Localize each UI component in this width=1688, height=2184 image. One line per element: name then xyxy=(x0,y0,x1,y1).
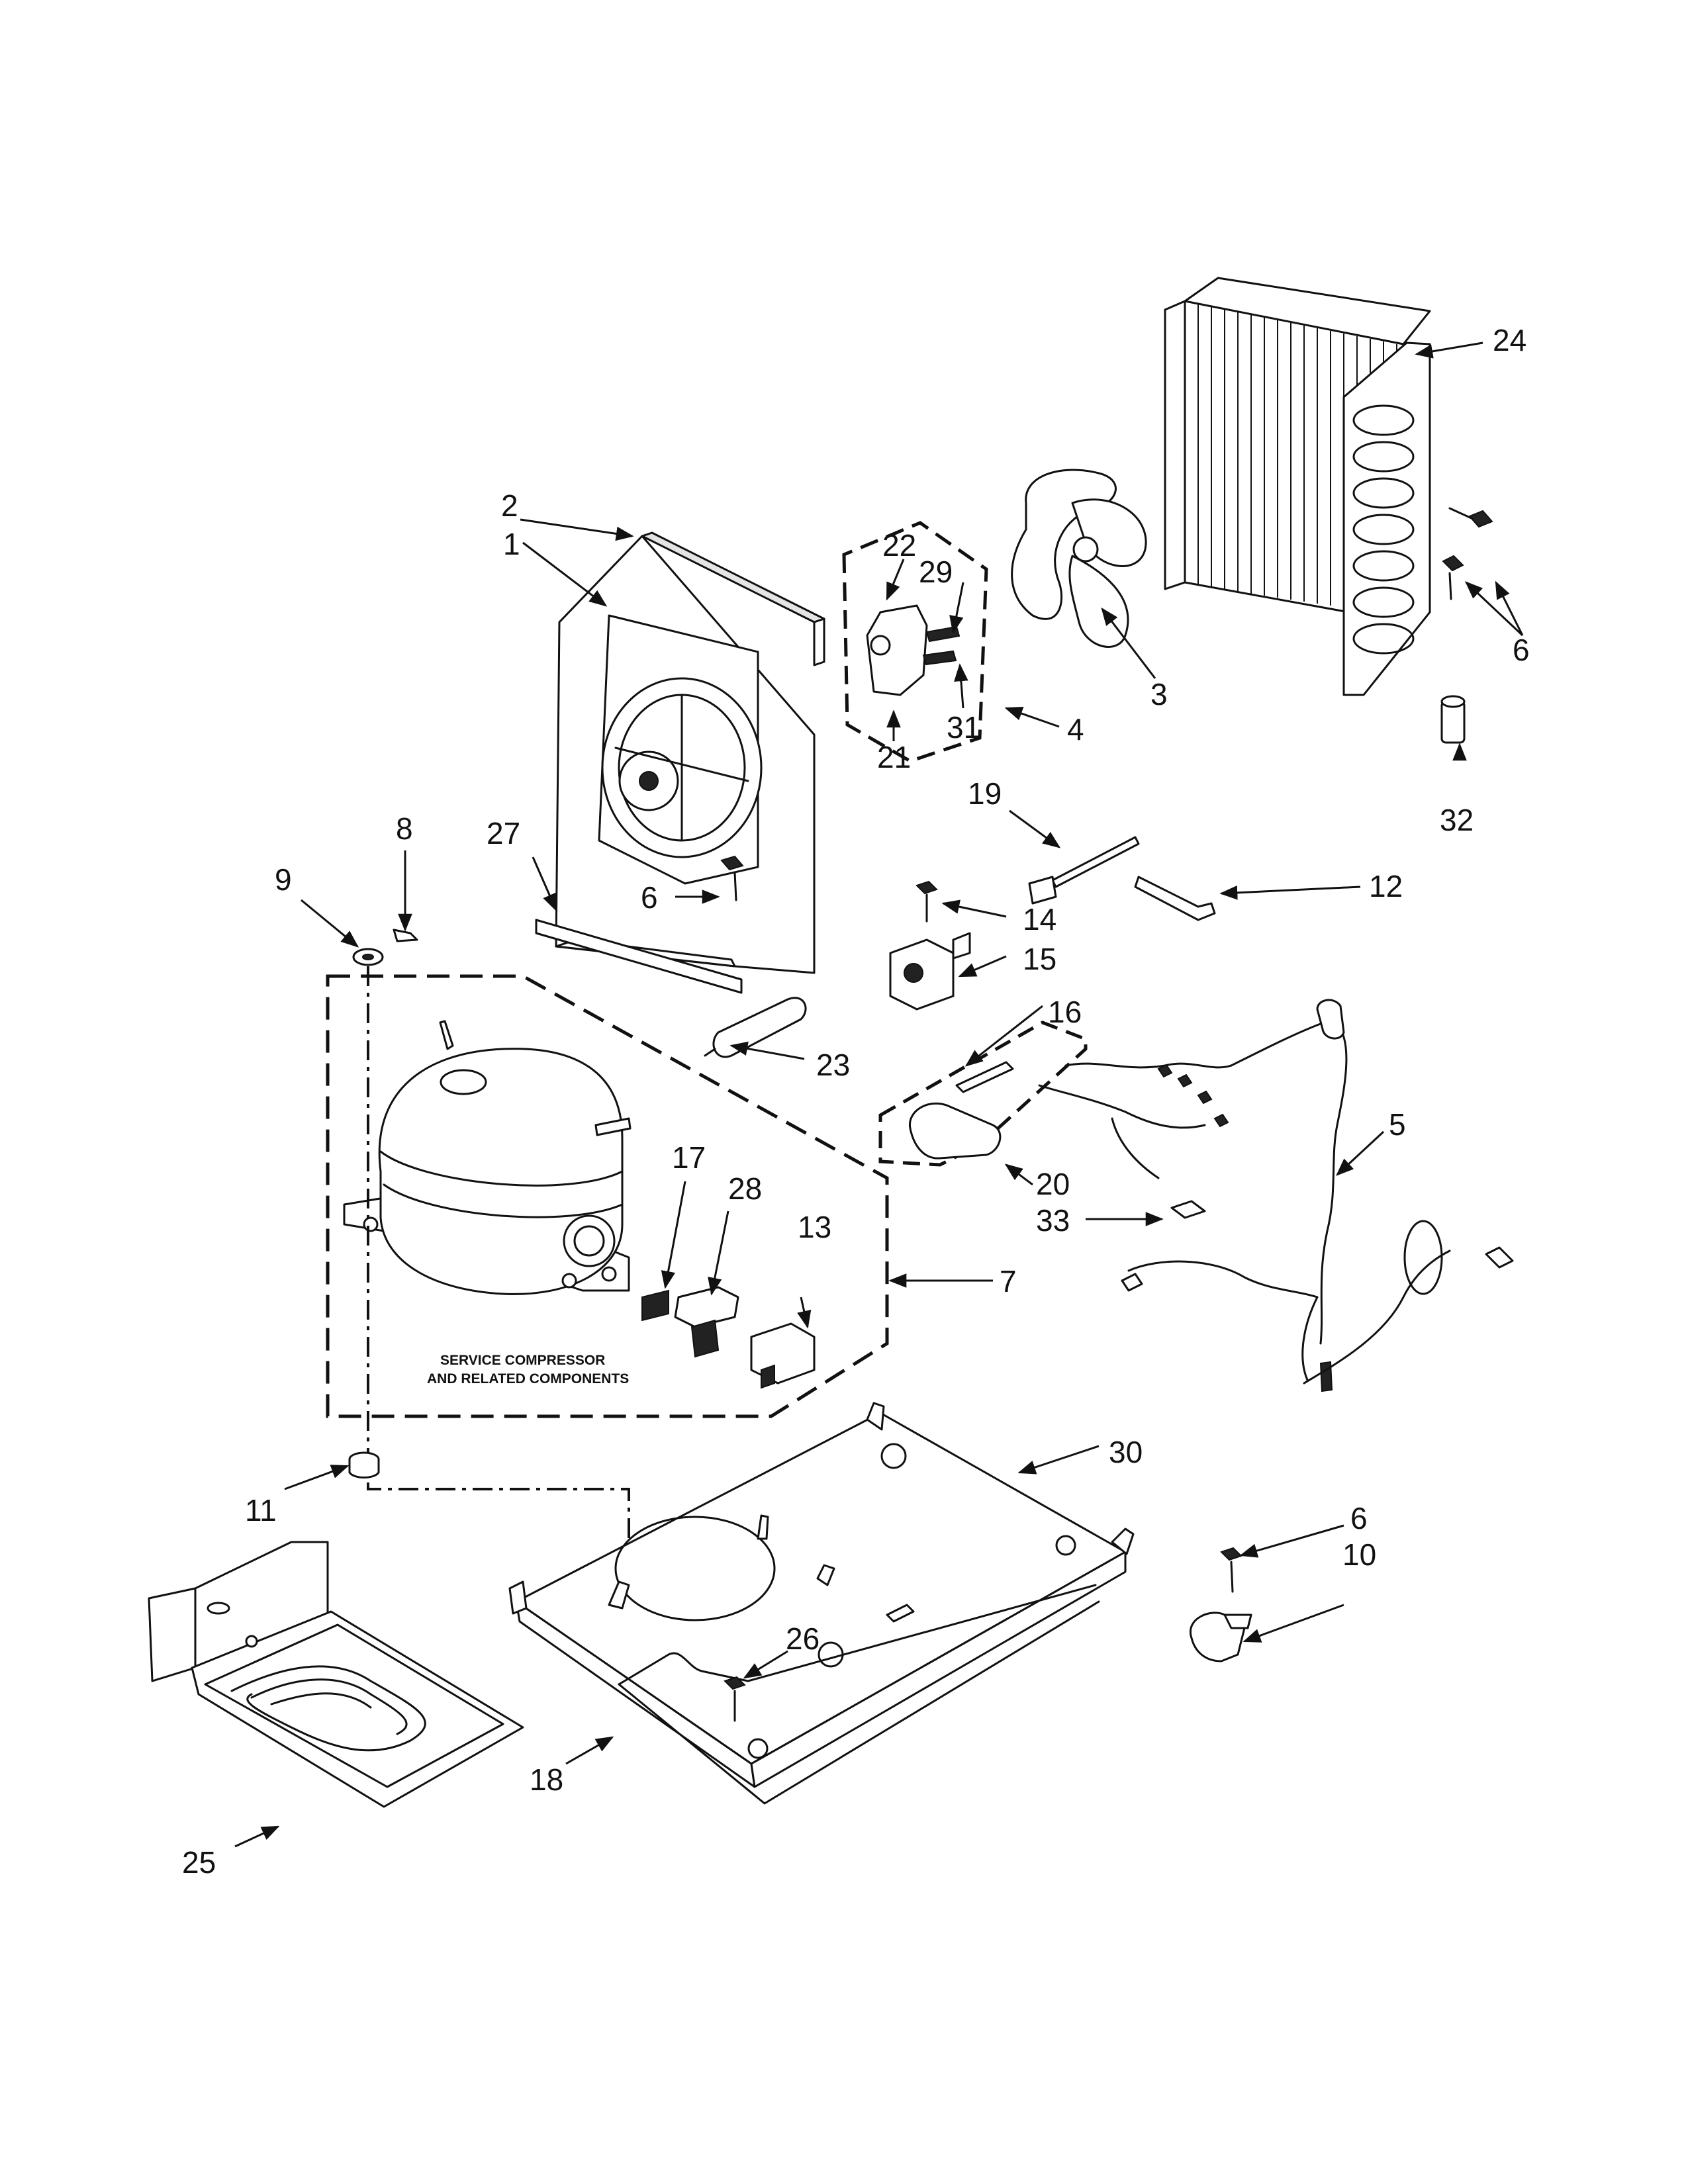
callout-12: 12 xyxy=(1369,869,1403,903)
drain-pan-part xyxy=(148,1541,524,1808)
callout-23: 23 xyxy=(816,1048,850,1082)
screw-part xyxy=(720,855,744,901)
screw-part xyxy=(915,880,938,923)
callout-3: 3 xyxy=(1150,677,1168,711)
callout-33: 33 xyxy=(1036,1203,1070,1238)
callout-22: 22 xyxy=(882,528,916,563)
screw-part xyxy=(1220,1547,1243,1593)
grommet-part xyxy=(352,948,384,966)
callout-25: 25 xyxy=(182,1845,216,1880)
fan-blade-part xyxy=(1011,469,1147,648)
compressor-part xyxy=(343,1020,632,1295)
bracket-part xyxy=(878,1021,1088,1167)
overload-part xyxy=(641,1289,669,1322)
leader-lines xyxy=(234,341,1524,1848)
callout-2: 2 xyxy=(501,488,518,523)
callout-8: 8 xyxy=(396,811,413,846)
callout-5: 5 xyxy=(1389,1107,1406,1142)
grommet-part xyxy=(348,1451,380,1479)
screw-part xyxy=(1442,555,1464,600)
drier-part xyxy=(704,997,807,1058)
callout-7: 7 xyxy=(1000,1264,1017,1298)
callout-11: 11 xyxy=(245,1493,277,1527)
callout-1: 1 xyxy=(503,527,520,561)
callout-26: 26 xyxy=(786,1621,820,1656)
baffle-part xyxy=(535,919,743,994)
callout-6c: 6 xyxy=(1350,1501,1368,1535)
callout-16: 16 xyxy=(1048,995,1082,1029)
callout-21: 21 xyxy=(877,740,911,774)
solenoid-part xyxy=(889,932,971,1011)
callout-28: 28 xyxy=(728,1171,762,1206)
fan-motor-assembly xyxy=(842,521,988,763)
wire-harness-part xyxy=(1038,999,1514,1392)
callout-32: 32 xyxy=(1440,803,1474,837)
shroud-part xyxy=(555,535,816,974)
service-note-line1: SERVICE COMPRESSOR xyxy=(440,1353,605,1368)
callout-labels: 1 2 3 4 5 6 6 6 7 8 9 10 11 12 13 14 15 … xyxy=(182,323,1530,1880)
relay-part xyxy=(674,1286,739,1358)
tube-part xyxy=(1134,876,1216,921)
callout-9: 9 xyxy=(275,862,292,897)
callout-15: 15 xyxy=(1023,942,1056,976)
screw-part xyxy=(724,1676,746,1722)
callout-14: 14 xyxy=(1023,902,1056,936)
alignment-line xyxy=(367,1482,630,1575)
callout-6a: 6 xyxy=(1513,633,1530,667)
screw-part xyxy=(1448,507,1493,528)
callout-30: 30 xyxy=(1109,1435,1143,1469)
callout-24: 24 xyxy=(1493,323,1526,357)
capacitor-part xyxy=(750,1322,816,1389)
service-note-line2: AND RELATED COMPONENTS xyxy=(427,1371,629,1387)
clip-part xyxy=(393,929,418,942)
callout-6b: 6 xyxy=(641,880,658,915)
callout-31: 31 xyxy=(947,710,980,745)
callout-10: 10 xyxy=(1342,1537,1376,1572)
cable-tie-part xyxy=(1028,836,1140,905)
gasket-part xyxy=(641,531,825,666)
condenser-part xyxy=(1164,277,1431,696)
callout-4: 4 xyxy=(1067,712,1084,747)
clip-part xyxy=(1170,1200,1206,1219)
drier-part xyxy=(1440,695,1466,744)
callout-19: 19 xyxy=(968,776,1002,811)
clamp-part xyxy=(1189,1612,1252,1662)
service-compressor-boundary xyxy=(326,974,889,1418)
callout-13: 13 xyxy=(798,1210,831,1244)
callout-29: 29 xyxy=(919,555,953,589)
base-plate-part xyxy=(508,1402,1135,1788)
callout-27: 27 xyxy=(487,816,520,850)
insulation-part xyxy=(618,1584,1097,1686)
callout-20: 20 xyxy=(1036,1167,1070,1201)
callout-18: 18 xyxy=(530,1762,563,1797)
insulation-part xyxy=(618,1600,1100,1805)
callout-17: 17 xyxy=(672,1140,706,1175)
